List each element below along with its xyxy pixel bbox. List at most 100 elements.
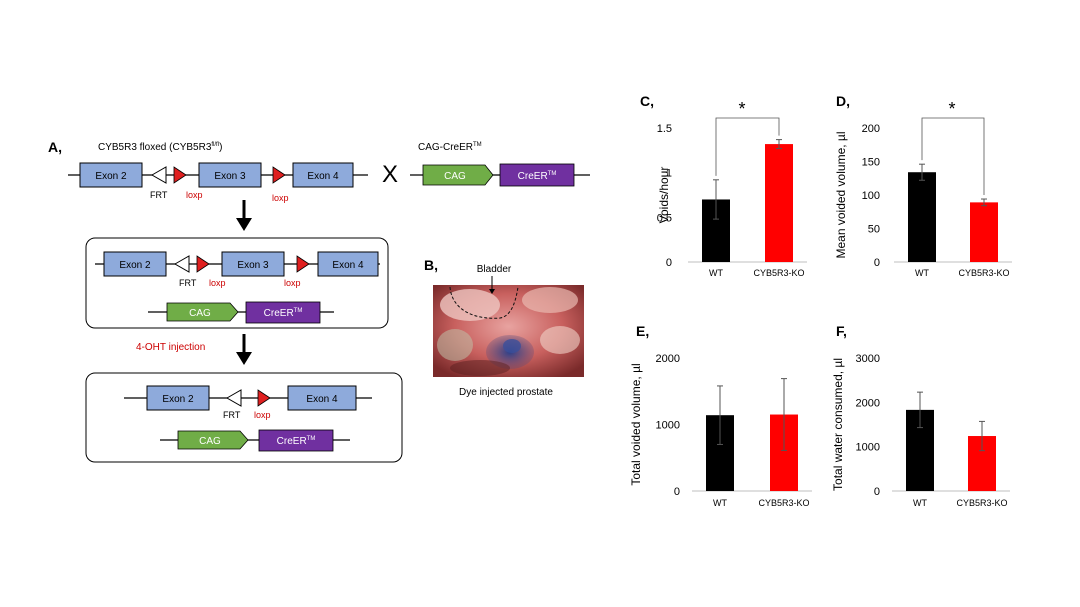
exon2-box (103, 251, 167, 277)
prostate-photo (433, 285, 584, 377)
cag-promoter-box (422, 164, 494, 186)
combined-genotype-box: Exon 2 Exon 3 Exon 4 FRT loxp loxp CAG C… (85, 237, 389, 329)
y-tick-label: 0.5 (657, 212, 672, 224)
panel-b-label: B, (424, 257, 438, 273)
creer-label: CreERTM (277, 436, 316, 447)
exon2-label: Exon 2 (95, 171, 127, 182)
frt-triangle-icon (173, 255, 190, 273)
wt-bar (908, 172, 936, 262)
cross-symbol: X (382, 161, 398, 188)
exon3-box (221, 251, 285, 277)
significance-star: * (738, 99, 745, 119)
significance-bracket (715, 117, 780, 176)
creer-label: CreERTM (518, 171, 557, 182)
down-arrow-head-icon (236, 218, 252, 231)
significance-bracket (921, 117, 985, 196)
y-tick-label: 0 (674, 486, 680, 498)
panel-label: E, (636, 323, 649, 339)
loxp-label: loxp (209, 278, 226, 288)
y-axis-label: Total water consumed, µl (831, 358, 845, 491)
exon2-box (79, 162, 143, 188)
ko-bar (765, 144, 793, 262)
category-label: WT (915, 268, 929, 278)
exon3-label: Exon 3 (214, 171, 246, 182)
y-tick-label: 3000 (856, 353, 880, 365)
loxp-triangle-icon (257, 389, 271, 407)
loxp-label: loxp (186, 190, 203, 200)
recombined-genotype-box: Exon 2 Exon 4 FRT loxp CAG CreERTM (85, 372, 403, 463)
exon4-box (292, 162, 354, 188)
category-label: WT (713, 498, 727, 508)
creer-box (499, 163, 575, 187)
y-tick-label: 100 (862, 190, 880, 202)
injection-label: 4-OHT injection (136, 342, 205, 353)
exon4-box (287, 385, 357, 411)
y-tick-label: 0 (666, 257, 672, 269)
category-label: CYB5R3-KO (958, 268, 1009, 278)
exon4-label: Exon 4 (307, 171, 339, 182)
y-tick-label: 2000 (656, 353, 680, 365)
ko-bar (970, 202, 998, 262)
bladder-label: Bladder (477, 264, 512, 275)
loxp-triangle-icon (296, 255, 310, 273)
creer-box (245, 301, 321, 324)
loxp-label: loxp (272, 193, 289, 203)
frt-label: FRT (150, 190, 168, 200)
y-tick-label: 1.5 (657, 123, 672, 135)
y-tick-label: 50 (868, 224, 880, 236)
panel-label: F, (836, 323, 847, 339)
cag-label: CAG (189, 308, 211, 319)
panel-label: D, (836, 93, 850, 109)
category-label: CYB5R3-KO (758, 498, 809, 508)
cag-creer-construct: CAG CreERTM (410, 163, 590, 187)
exon4-label: Exon 4 (306, 394, 338, 405)
creer-box (258, 429, 334, 452)
y-tick-label: 0 (874, 486, 880, 498)
creer-label: CreERTM (264, 308, 303, 319)
cag-promoter-box (166, 302, 239, 322)
loxp-triangle-icon (196, 255, 210, 273)
exon2-label: Exon 2 (162, 394, 194, 405)
loxp-triangle-icon (173, 166, 187, 184)
loxp-label: loxp (284, 278, 301, 288)
cre-title: CAG-CreERTM (418, 142, 482, 153)
frt-triangle-icon (150, 166, 167, 184)
loxp-triangle-icon (272, 166, 286, 184)
exon4-label: Exon 4 (332, 260, 364, 271)
exon3-label: Exon 3 (237, 260, 269, 271)
category-label: WT (709, 268, 723, 278)
frt-triangle-icon (225, 389, 242, 407)
significance-star: * (948, 99, 955, 119)
exon2-label: Exon 2 (119, 260, 151, 271)
y-tick-label: 1000 (656, 420, 680, 432)
exon3-box (198, 162, 262, 188)
category-label: CYB5R3-KO (753, 268, 804, 278)
y-tick-label: 200 (862, 123, 880, 135)
y-axis-label: Total voided volume, µl (629, 363, 643, 485)
category-label: CYB5R3-KO (956, 498, 1007, 508)
chart-panel: C, Voids/hour 0 0.5 1 1.5WT CYB5R3-KO * (640, 93, 807, 278)
y-tick-label: 150 (862, 157, 880, 169)
frt-label: FRT (223, 410, 241, 420)
cag-promoter-box (177, 430, 249, 450)
cag-label: CAG (444, 171, 466, 182)
panel-label: C, (640, 93, 654, 109)
panel-b: B, Bladder Dye injected prostate (424, 257, 584, 398)
floxed-allele: Exon 2 Exon 3 Exon 4 FRT loxp loxp (68, 162, 368, 203)
category-label: WT (913, 498, 927, 508)
photo-caption: Dye injected prostate (459, 387, 553, 398)
exon2-box (146, 385, 210, 411)
y-tick-label: 0 (874, 257, 880, 269)
y-tick-label: 1 (666, 168, 672, 180)
bladder-pointer-head-icon (489, 289, 495, 294)
panel-a: A, CYB5R3 floxed (CYB5R3fl/fl) CAG-CreER… (48, 139, 590, 463)
y-tick-label: 2000 (856, 397, 880, 409)
bladder-outline (449, 286, 519, 319)
y-axis-label: Voids/hour (657, 167, 671, 224)
panel-a-label: A, (48, 139, 62, 155)
frt-label: FRT (179, 278, 197, 288)
